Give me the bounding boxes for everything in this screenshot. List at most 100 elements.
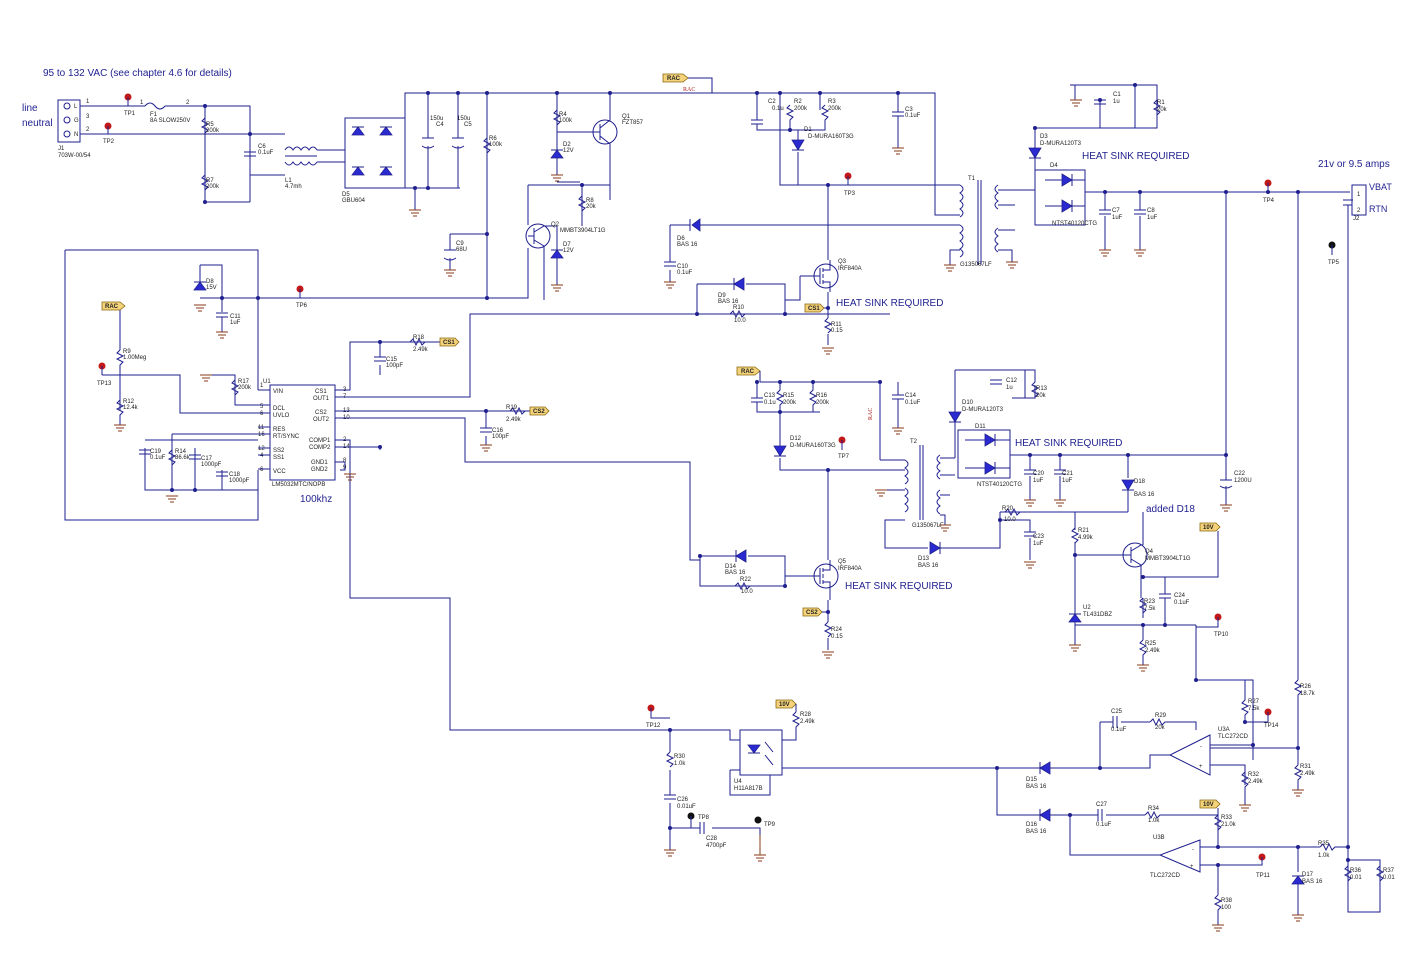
svg-text:0.1u: 0.1u: [772, 106, 784, 112]
resistor-r29: R29 20k: [1149, 713, 1172, 731]
connector-j2: J2 VBAT RTN 12: [1351, 182, 1392, 222]
capacitor-c7: C7 1uF: [1099, 208, 1123, 257]
svg-text:4.7mh: 4.7mh: [285, 184, 302, 190]
mosfet-q3: Q3 IRF840A: [800, 259, 862, 292]
svg-text:TP13: TP13: [97, 381, 112, 387]
svg-text:R21: R21: [1078, 528, 1090, 534]
testpoint-tp6: TP6: [296, 285, 308, 309]
svg-text:NTST40120CTG: NTST40120CTG: [977, 482, 1022, 488]
svg-text:1000pF: 1000pF: [229, 478, 250, 484]
testpoint-tp1: TP1: [124, 93, 136, 117]
svg-text:GND1: GND1: [311, 460, 328, 466]
svg-text:C4: C4: [436, 122, 444, 128]
svg-text:D-MURA160T3G: D-MURA160T3G: [808, 134, 854, 140]
svg-text:NTST40120CTG: NTST40120CTG: [1052, 221, 1097, 227]
svg-text:0.1uF: 0.1uF: [1111, 727, 1127, 733]
svg-text:D9: D9: [718, 293, 726, 299]
svg-text:TLC272CD: TLC272CD: [1150, 873, 1181, 879]
resistor-r9: R9 1.00Meg: [115, 349, 146, 410]
svg-text:R17: R17: [238, 379, 250, 385]
resistor-r28: R28 2.49k: [780, 711, 816, 741]
svg-text:2: 2: [86, 127, 90, 133]
svg-text:100k: 100k: [489, 142, 503, 148]
svg-text:SS1: SS1: [273, 455, 285, 461]
svg-text:RT/SYNC: RT/SYNC: [273, 434, 300, 440]
testpoint-tp3: TP3: [844, 172, 856, 197]
svg-text:MMBT3904LT1G: MMBT3904LT1G: [1145, 556, 1191, 562]
svg-text:D18: D18: [1134, 479, 1146, 485]
j1-pin-g: G: [74, 118, 79, 124]
svg-text:0.1uF: 0.1uF: [258, 150, 274, 156]
svg-text:TP9: TP9: [764, 822, 776, 828]
capacitor-c8: C8 1uF: [1134, 208, 1158, 257]
svg-text:1200U: 1200U: [1234, 478, 1252, 484]
svg-text:R36: R36: [1350, 868, 1362, 874]
svg-text:7.5k: 7.5k: [1248, 706, 1260, 712]
svg-text:150u: 150u: [457, 116, 470, 122]
svg-text:GBU604: GBU604: [342, 198, 366, 204]
resistor-r22: R22 10.0: [734, 577, 753, 595]
capacitor-c13: C13 0.1u: [751, 382, 820, 413]
svg-text:1.00Meg: 1.00Meg: [123, 355, 146, 361]
diode-d16: D16 BAS 16: [1026, 808, 1051, 835]
svg-text:C21: C21: [1062, 471, 1074, 477]
resistor-r3: R3 200k: [790, 99, 842, 131]
diode-d1: D1 D-MURA160T3G: [791, 127, 854, 185]
svg-text:D17: D17: [1302, 872, 1314, 878]
svg-text:1: 1: [260, 383, 264, 389]
svg-text:21.0k: 21.0k: [1221, 822, 1237, 828]
svg-text:R20: R20: [1002, 506, 1014, 512]
svg-text:RAC: RAC: [683, 87, 695, 93]
diode-d14: D14 BAS 16: [725, 549, 747, 576]
svg-text:TL431DBZ: TL431DBZ: [1083, 612, 1112, 618]
capacitor-c25: C25 0.1uF: [1111, 709, 1127, 733]
svg-text:Q1: Q1: [622, 114, 631, 120]
svg-text:CS1: CS1: [315, 389, 327, 395]
capacitor-c17: C17 1000pF: [189, 454, 222, 468]
svg-text:MMBT3904LT1G: MMBT3904LT1G: [560, 228, 606, 234]
svg-text:Q3: Q3: [838, 259, 847, 265]
svg-text:200k: 200k: [794, 106, 808, 112]
zener-d8: D8 15V: [193, 279, 217, 312]
transistor-q2: Q2 MMBT3904LT1G: [525, 222, 606, 300]
capacitor-c26: C26 0.01uF: [664, 794, 696, 857]
svg-text:D6: D6: [677, 236, 685, 242]
frequency-note: 100khz: [300, 494, 332, 505]
capacitor-c1: C1 1u: [1094, 92, 1121, 105]
svg-text:RAC: RAC: [667, 76, 681, 82]
svg-text:20k: 20k: [1155, 725, 1166, 731]
svg-text:C5: C5: [464, 122, 472, 128]
resistor-r36: R36 0.01: [1343, 865, 1362, 882]
svg-text:TLC272CD: TLC272CD: [1218, 734, 1249, 740]
capacitor-c20: C20 1uF: [1024, 469, 1045, 507]
heat-sink-note-d11: HEAT SINK REQUIRED: [1015, 438, 1122, 449]
svg-text:R19: R19: [506, 405, 518, 411]
svg-text:R23: R23: [1144, 599, 1156, 605]
svg-text:BAS 16: BAS 16: [725, 570, 746, 576]
svg-text:0.1uF: 0.1uF: [905, 400, 921, 406]
svg-text:R24: R24: [831, 627, 843, 633]
svg-text:C27: C27: [1096, 802, 1108, 808]
svg-text:C14: C14: [905, 393, 917, 399]
svg-text:D4: D4: [1050, 163, 1058, 169]
svg-text:BAS 16: BAS 16: [1134, 492, 1155, 498]
opamp-u3a: -+ U3A TLC272CD: [1168, 727, 1249, 776]
svg-text:RAC: RAC: [868, 408, 874, 420]
svg-text:R14: R14: [175, 449, 187, 455]
svg-text:D-MURA120T3: D-MURA120T3: [962, 407, 1004, 413]
svg-text:TP14: TP14: [1264, 723, 1279, 729]
svg-text:200k: 200k: [816, 400, 830, 406]
svg-text:10.0: 10.0: [734, 318, 746, 324]
svg-text:R4: R4: [559, 112, 567, 118]
capacitor-c19: C19 0.1uF: [139, 449, 166, 461]
svg-text:RTN: RTN: [1369, 204, 1387, 214]
ic-u1: U1 LM5032MTC/NOPB VIN DCL UVLO RES RT/SY…: [258, 379, 350, 488]
dual-diode-d4: D4 NTST40120CTG: [1034, 163, 1097, 227]
resistor-r5: R5 200k: [200, 117, 220, 134]
svg-text:U4: U4: [734, 779, 742, 785]
svg-text:C26: C26: [677, 797, 689, 803]
j1-pin-n: N: [74, 132, 78, 138]
resistor-r32: R32 2.49k: [1239, 771, 1264, 812]
capacitor-c21: C21 1uF: [1054, 469, 1074, 507]
svg-text:J1: J1: [58, 146, 65, 152]
